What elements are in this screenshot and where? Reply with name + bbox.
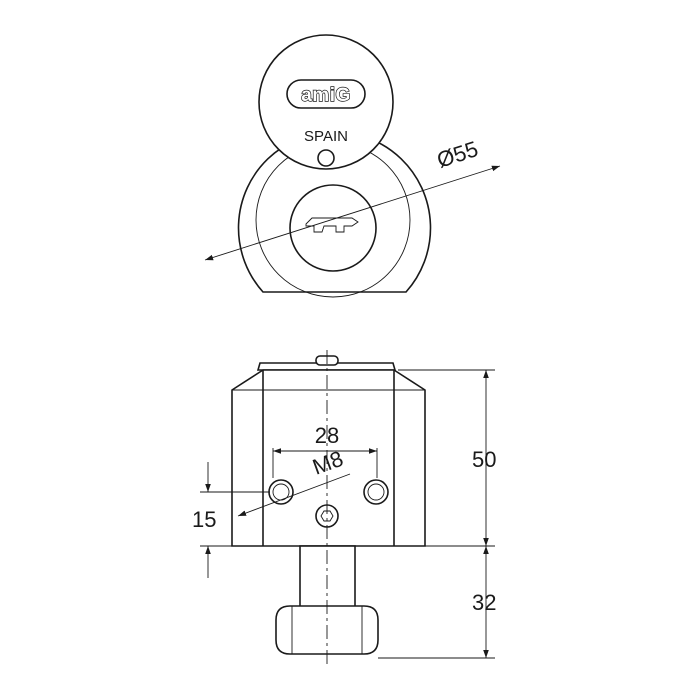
- origin-label: SPAIN: [304, 128, 348, 145]
- dim-28-label: 28: [315, 423, 339, 448]
- hex-socket-icon: [320, 510, 334, 522]
- front-view: 28 M8 15 50 32: [192, 350, 496, 668]
- diameter-label: Ø55: [434, 136, 481, 173]
- diameter-leader: [204, 165, 501, 261]
- stem: [299, 545, 356, 611]
- logo-plate: [286, 79, 366, 109]
- bolt-hole-right-inner: [367, 483, 385, 501]
- top-view: amiG SPAIN Ø55: [204, 34, 501, 298]
- logo: amiG: [301, 85, 351, 106]
- dim-32-label: 32: [472, 590, 496, 615]
- dim-50-label: 50: [472, 447, 496, 472]
- dim-15-label: 15: [192, 507, 216, 532]
- thread-leader: [237, 473, 351, 517]
- bolt-hole-right: [363, 479, 389, 505]
